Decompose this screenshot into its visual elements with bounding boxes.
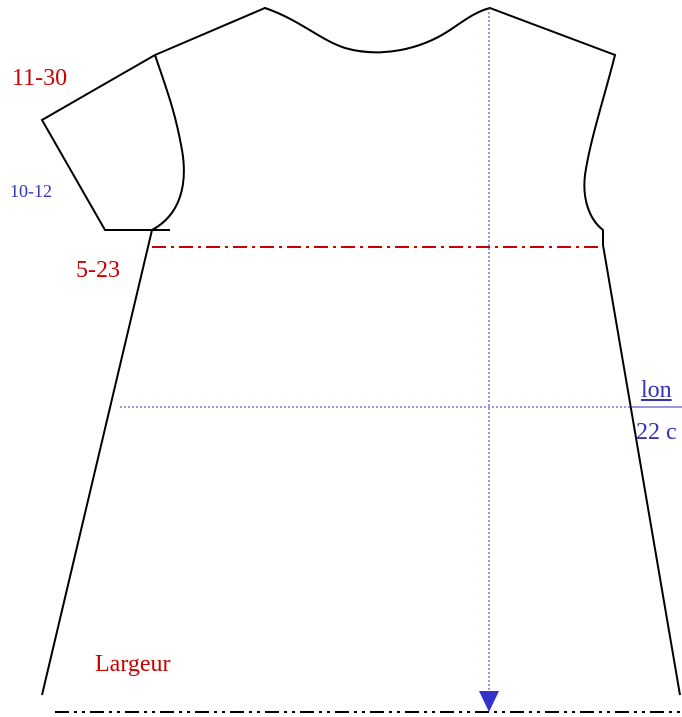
length-label-top: lon	[641, 377, 672, 403]
garment-outline	[41, 6, 681, 696]
shoulder-label: 11-30	[12, 65, 68, 91]
width-label: Largeur	[95, 651, 171, 677]
sleeve-outline	[40, 54, 170, 231]
length-label-bottom: 22 c	[636, 419, 677, 445]
sleeve-label: 10-12	[10, 181, 52, 201]
armhole-label: 5-23	[76, 257, 120, 283]
down-arrow-icon	[479, 691, 499, 712]
